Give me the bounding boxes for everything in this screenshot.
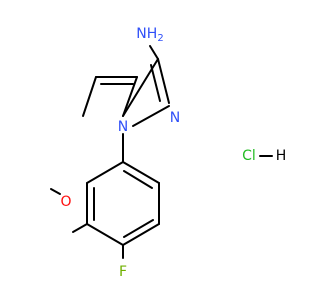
bond-ar-4-5-inner (123, 219, 154, 238)
atom-ring-n2: N (170, 110, 180, 126)
bond-c3-nh2 (149, 45, 159, 60)
atom-chlorine: Cl (242, 148, 256, 164)
bond-o-ch3 (50, 188, 61, 195)
bond-c3-n2-inner (150, 64, 161, 102)
bond-c3-c4 (122, 76, 138, 117)
bond-c3-n2 (157, 58, 170, 104)
bond-ar-1-2 (86, 161, 124, 184)
bond-ar-6-1-inner (123, 170, 153, 189)
atom-ring-n1: N (118, 119, 128, 135)
atom-nh2-n: N (136, 26, 146, 42)
bond-n2-n1 (132, 105, 170, 127)
atom-nh2: NH2 (136, 26, 163, 44)
atom-nh2-h: H (147, 26, 158, 42)
atom-nh2-subscript: 2 (157, 33, 163, 44)
molecule-structure: NH2 N N O F Cl H (50, 26, 287, 280)
bond-ar-3-4 (86, 223, 124, 246)
bond-ar-o (72, 223, 88, 233)
bond-ar-4-5 (122, 223, 160, 246)
atom-hcl-h: H (276, 148, 287, 164)
atom-oxygen: O (60, 194, 71, 210)
bond-ar-6-1 (122, 161, 160, 184)
atom-fluorine: F (119, 264, 127, 280)
bond-n1-c-ring (122, 58, 159, 117)
bond-c5-n1 (82, 76, 97, 117)
